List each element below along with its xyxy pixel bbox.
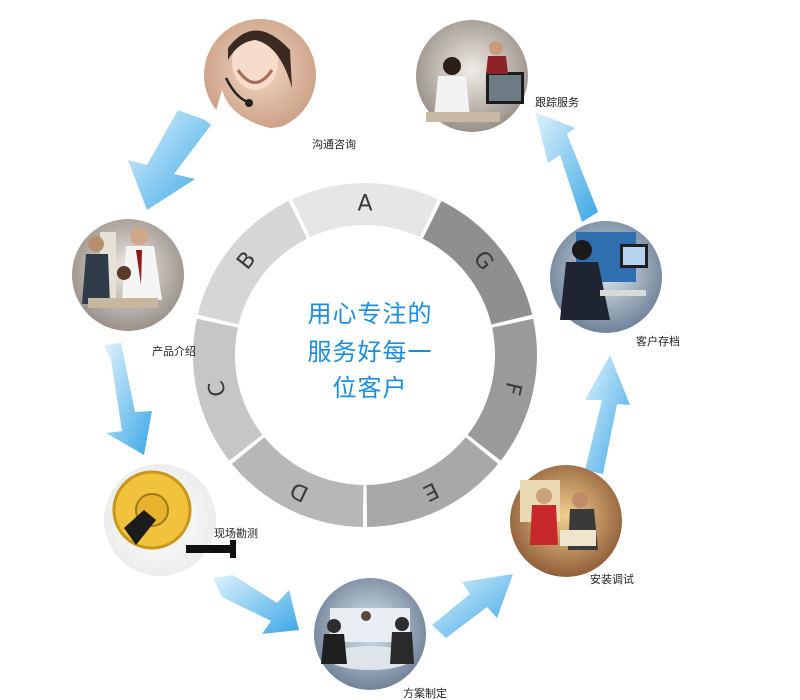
step-label-plan: 方案制定: [403, 686, 447, 700]
center-text-line2: 服务好每一: [308, 338, 433, 366]
step-plan: 方案制定: [314, 578, 447, 700]
ring-letter-a: A: [357, 192, 372, 217]
ring-letter-c: C: [204, 378, 232, 399]
ring-letter-f: F: [499, 380, 526, 398]
arrow-2-3: [104, 343, 152, 455]
flow-arrows: [104, 110, 630, 638]
ring-segment-c: [193, 318, 263, 461]
center-text-line3: 位客户: [333, 374, 408, 402]
step-install: 安装调试: [510, 465, 634, 586]
step-label-install: 安装调试: [590, 572, 634, 586]
step-label-product-intro: 产品介绍: [152, 344, 196, 358]
step-archive: 客户存档: [550, 221, 680, 348]
step-consultation: 沟通咨询: [204, 19, 356, 151]
arrow-6-7: [535, 112, 598, 222]
step-label-consultation: 沟通咨询: [312, 137, 356, 151]
ring-segment-g: [422, 200, 533, 325]
arrow-1-2: [128, 110, 211, 210]
arrow-3-4: [213, 575, 299, 634]
center-text-line1: 用心专注的: [308, 300, 433, 328]
ring-segment-d: [231, 437, 364, 527]
ring-segment-e: [366, 437, 499, 527]
step-product-intro: 产品介绍: [72, 219, 196, 358]
ring-segment-f: [467, 318, 537, 461]
arrow-5-6: [585, 355, 630, 474]
ring-segment-b: [197, 200, 308, 325]
center-text: 用心专注的 服务好每一 位客户: [308, 300, 433, 402]
step-label-site-survey: 现场勘测: [214, 526, 258, 540]
arrow-4-5: [432, 574, 513, 638]
step-label-archive: 客户存档: [636, 334, 680, 348]
step-site-survey: 现场勘测: [104, 464, 258, 576]
step-follow-up: 跟踪服务: [416, 20, 579, 132]
step-label-follow-up: 跟踪服务: [535, 95, 579, 109]
ring-segment-a: [292, 182, 438, 238]
